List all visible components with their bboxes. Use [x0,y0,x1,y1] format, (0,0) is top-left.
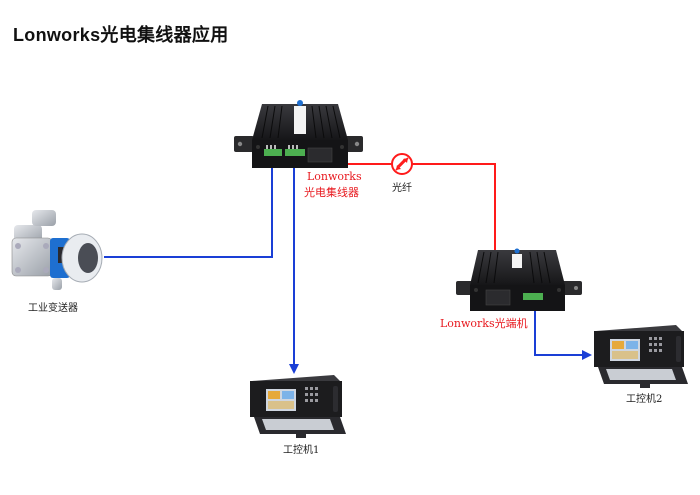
fiber-label: 光纤 [392,183,412,194]
industrial-pc-icon[interactable] [594,325,688,388]
ipc2-label: 工控机2 [626,394,663,405]
converter-label: Lonworks光端机 [440,317,528,330]
industrial-pc-icon[interactable] [250,375,346,438]
bus-link-transmitter-hub [104,165,273,258]
arrow-head-ipc2 [582,350,592,360]
ipc1-label: 工控机1 [283,445,320,456]
industrial-transmitter-icon[interactable] [11,210,103,290]
fiber-converter-device-icon[interactable] [456,248,582,312]
hub-label-line1: Lonworks [307,170,362,183]
page-title: Lonworks光电集线器应用 [13,25,229,45]
fiber-link-icon [391,153,413,175]
arrow-head-ipc1 [289,364,299,374]
fiber-hub-device-icon[interactable] [234,100,363,168]
bus-link-converter-ipc2 [534,304,584,356]
hub-label-line2: 光电集线器 [304,186,359,199]
transmitter-label: 工业变送器 [28,303,78,314]
